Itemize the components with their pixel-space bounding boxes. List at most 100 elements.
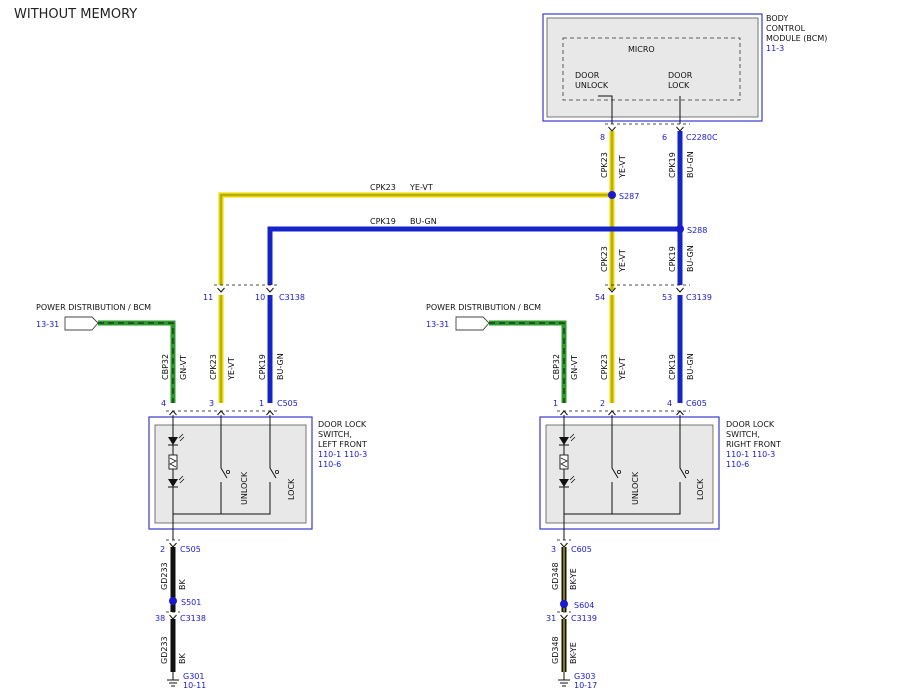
power-left-label: POWER DISTRIBUTION / BCM (36, 303, 151, 312)
ground-icon-g301 (167, 679, 179, 687)
led-icon-left-2 (168, 475, 185, 488)
led-icon-right-2 (559, 475, 576, 488)
splice-s604-label: S604 (574, 601, 594, 610)
c3138-pin-10: 10 (255, 293, 265, 302)
led-icon-right-1 (559, 433, 576, 446)
wire-label-cpk23-ur-code: CPK23 (600, 152, 609, 178)
ground-g303-label: G303 (574, 672, 595, 681)
switch-right-ref-2: 110-3 (752, 450, 775, 459)
c505-label: C505 (277, 399, 298, 408)
splice-s501-label: S501 (181, 598, 201, 607)
switch-right: UNLOCK LOCK (539, 415, 720, 540)
wire-cpk19-h-color: BU-GN (410, 217, 437, 226)
c605-pin-1: 1 (553, 399, 558, 408)
wire-label-cbp32-left-code: CBP32 (161, 354, 170, 380)
switch-left-name-3: LEFT FRONT (318, 440, 367, 449)
bcm-label-3: MODULE (BCM) (766, 34, 827, 43)
wire-label-cpk19-ur-color: BU-GN (686, 151, 695, 178)
wire-label-gd233-lower-color: BK (178, 653, 187, 664)
wire-label-gd233-upper-color: BK (178, 579, 187, 590)
bcm-label-2: CONTROL (766, 24, 806, 33)
wire-label-cpk19-right-code: CPK19 (668, 354, 677, 380)
switch-left-ref-2: 110-3 (344, 450, 367, 459)
ground-g301-ref: 10-11 (183, 681, 206, 690)
c3139-pin-53: 53 (662, 293, 672, 302)
bcm-unlock-internal (598, 95, 613, 124)
wire-label-cpk19-ur-code: CPK19 (668, 152, 677, 178)
wire-cpk19-h-code: CPK19 (370, 217, 396, 226)
power-right-arrow-shape (455, 316, 490, 331)
c505-bottom-label: C505 (180, 545, 201, 554)
splice-s288-label: S288 (687, 226, 707, 235)
switch-left-lock-label: LOCK (287, 478, 296, 500)
wire-label-gd233-upper-code: GD233 (160, 562, 169, 590)
bcm-module: MICRO DOOR UNLOCK DOOR LOCK BODY CONTROL… (542, 13, 827, 124)
bcm-pin-lock: 6 (662, 133, 667, 142)
c605-label: C605 (686, 399, 707, 408)
switch-right-ref-1: 110-1 (726, 450, 749, 459)
c3138-pin-11: 11 (203, 293, 213, 302)
wire-label-cpk19-right-color: BU-GN (686, 353, 695, 380)
wire-label-cpk23-ur-color: YE-VT (618, 155, 627, 179)
connector-c2280c: 8 6 C2280C (600, 123, 718, 142)
power-left: POWER DISTRIBUTION / BCM 13-31 (36, 303, 176, 403)
wire-label-gd348-lower-color: BK-YE (569, 642, 578, 664)
c505-pin-3: 3 (209, 399, 214, 408)
c605-bottom-label: C605 (571, 545, 592, 554)
c505-pin-1: 1 (259, 399, 264, 408)
ground-icon-g303 (558, 679, 570, 687)
bcm-connector-label: C2280C (686, 133, 718, 142)
switch-left-ref-3: 110-6 (318, 460, 341, 469)
c505-pin-2: 2 (160, 545, 165, 554)
splice-s288 (676, 225, 684, 233)
switch-left-name-2: SWITCH, (318, 430, 352, 439)
micro-label: MICRO (628, 45, 655, 54)
splice-s604 (560, 600, 568, 608)
led-icon-left-1 (168, 433, 185, 446)
wire-label-cpk19-left-code: CPK19 (258, 354, 267, 380)
door-lock-label-2: LOCK (668, 81, 690, 90)
c605-pin-4: 4 (667, 399, 672, 408)
wire-label-cpk23-mr-color: YE-VT (618, 249, 627, 273)
c3138-pin-38: 38 (155, 614, 165, 623)
wire-cpk23-h-code: CPK23 (370, 183, 396, 192)
splice-s287-label: S287 (619, 192, 639, 201)
switch-left-ref-1: 110-1 (318, 450, 341, 459)
wire-label-cpk23-right-code: CPK23 (600, 354, 609, 380)
wire-label-cpk23-mr-code: CPK23 (600, 246, 609, 272)
c3139-pin-54: 54 (595, 293, 605, 302)
wire-cpk19 (267, 131, 683, 403)
wire-cpk23 (218, 131, 615, 403)
c3138-label: C3138 (279, 293, 305, 302)
wire-label-gd348-upper-code: GD348 (551, 562, 560, 590)
wire-label-gd348-lower-code: GD348 (551, 636, 560, 664)
connector-c3138: 11 10 C3138 (203, 284, 305, 302)
wire-label-cbp32-right-code: CBP32 (552, 354, 561, 380)
bcm-body (546, 17, 759, 118)
resistor-icon-left (168, 454, 178, 470)
wire-label-cbp32-left-color: GN-VT (179, 355, 188, 380)
left-ground-branch: 2 C505 S501 38 C3138 G301 10-11 (155, 539, 206, 690)
wire-label-cpk23-left-code: CPK23 (209, 354, 218, 380)
splice-s287 (608, 191, 616, 199)
switch-contact-lock-right (612, 415, 687, 515)
switch-contact-lock-left (221, 415, 277, 515)
wire-label-cpk19-mr-color: BU-GN (686, 245, 695, 272)
wire-label-cbp32-right-color: GN-VT (570, 355, 579, 380)
switch-right-ref-3: 110-6 (726, 460, 749, 469)
bcm-label-1: BODY (766, 14, 788, 23)
switch-right-name-1: DOOR LOCK (726, 420, 775, 429)
c3139-label: C3139 (686, 293, 712, 302)
wire-label-cpk23-right-color: YE-VT (618, 357, 627, 381)
power-left-ref: 13-31 (36, 320, 59, 329)
wire-label-cpk19-mr-code: CPK19 (668, 246, 677, 272)
power-right: POWER DISTRIBUTION / BCM 13-31 (426, 303, 567, 403)
wire-cpk23-h-color: YE-VT (409, 183, 433, 192)
resistor-icon-right (559, 454, 569, 470)
diagram-title: WITHOUT MEMORY (14, 7, 137, 22)
bcm-ref: 11-3 (766, 44, 784, 53)
switch-left-unlock-label: UNLOCK (240, 471, 249, 505)
switch-right-name-3: RIGHT FRONT (726, 440, 781, 449)
wire-label-cpk23-left-color: YE-VT (227, 357, 236, 381)
